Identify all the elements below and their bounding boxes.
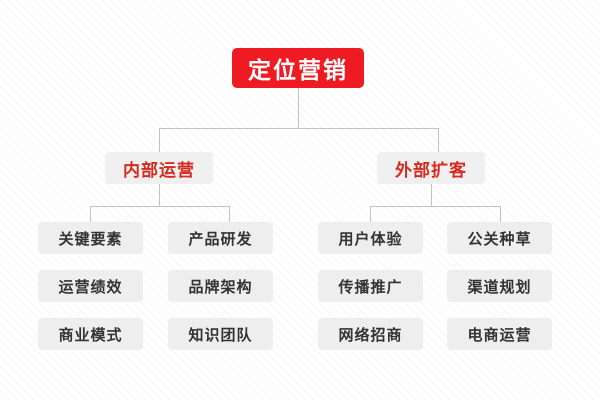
connector-left-stem — [159, 184, 160, 207]
leaf-node[interactable]: 关键要素 — [38, 222, 143, 254]
leaf-node[interactable]: 网络招商 — [318, 318, 423, 350]
leaf-node[interactable]: 电商运营 — [447, 318, 552, 350]
leaf-node[interactable]: 用户体验 — [318, 222, 423, 254]
connector-branch-left-drop — [159, 128, 160, 153]
root-node[interactable]: 定位营销 — [232, 48, 364, 88]
leaf-node[interactable]: 运营绩效 — [38, 270, 143, 302]
connector-right-col0-drop — [370, 206, 371, 223]
leaf-node[interactable]: 商业模式 — [38, 318, 143, 350]
connector-root-bar — [159, 128, 439, 129]
leaf-node[interactable]: 产品研发 — [168, 222, 273, 254]
leaf-node[interactable]: 传播推广 — [318, 270, 423, 302]
connector-left-col0-drop — [90, 206, 91, 223]
branch-node-external-acquisition[interactable]: 外部扩客 — [377, 152, 485, 184]
connector-right-col1-drop — [500, 206, 501, 223]
connector-right-stem — [431, 184, 432, 207]
branch-node-internal-operations[interactable]: 内部运营 — [105, 152, 213, 184]
connector-left-bar — [90, 206, 229, 207]
connector-right-bar — [370, 206, 500, 207]
leaf-node[interactable]: 公关种草 — [447, 222, 552, 254]
connector-root-stem — [298, 88, 299, 129]
connector-branch-right-drop — [438, 128, 439, 153]
leaf-node[interactable]: 渠道规划 — [447, 270, 552, 302]
leaf-node[interactable]: 品牌架构 — [168, 270, 273, 302]
connector-left-col1-drop — [229, 206, 230, 223]
leaf-node[interactable]: 知识团队 — [168, 318, 273, 350]
